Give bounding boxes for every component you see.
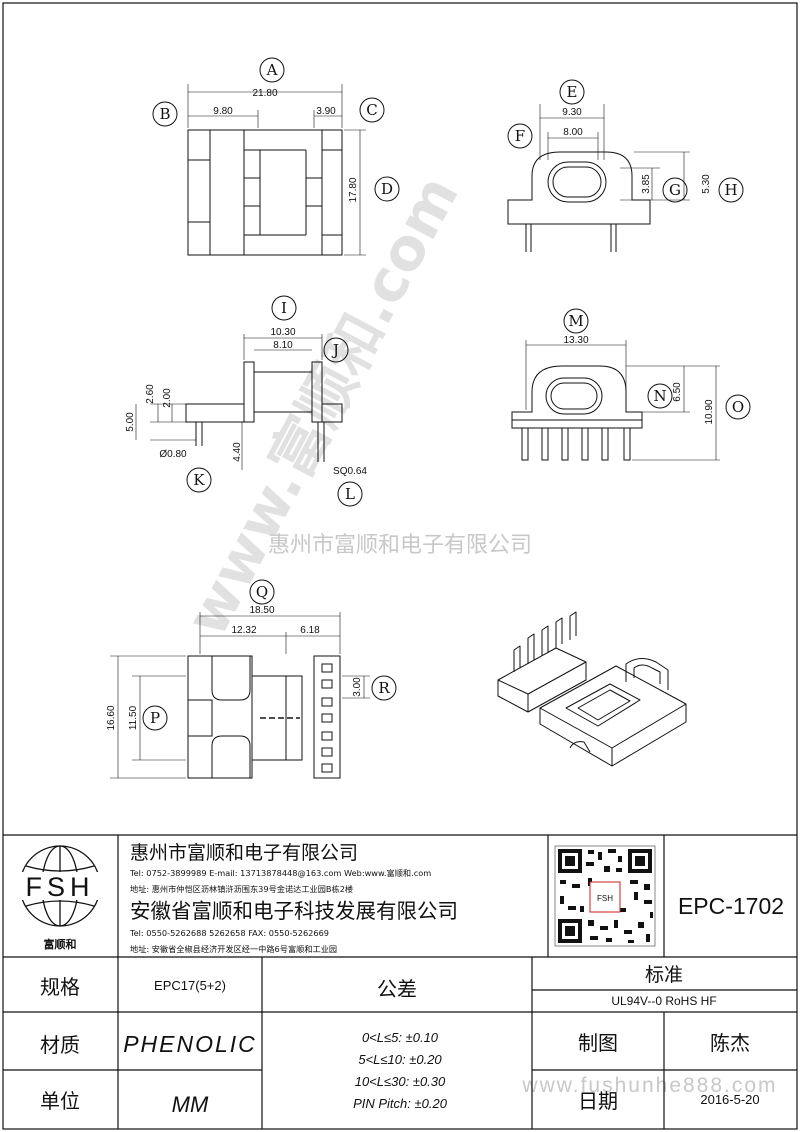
company-address-1: 地址: 惠州市仲恺区沥林镇浒沥围东39号金诺达工业园B栋2楼 (130, 884, 353, 894)
callout-f: F (515, 127, 525, 145)
title-block (3, 834, 797, 1129)
fsh-logo: FSH 富顺和 (14, 845, 106, 951)
dim-h-value: 5.30 (701, 174, 712, 194)
date-label: 日期 (578, 1089, 618, 1113)
tolerance-line-2: 5<L≤10: ±0.20 (358, 1052, 442, 1067)
dim-e-value: 9.30 (562, 107, 582, 118)
dim-c-value: 3.90 (316, 106, 336, 117)
dim-j-value: 8.10 (273, 340, 293, 351)
dim-side-440: 4.40 (232, 442, 243, 462)
dim-l-value: SQ0.64 (333, 466, 367, 477)
bottom-view-labels: 18.50 12.32 6.18 16.60 11.50 3.00 Q P R (106, 583, 390, 731)
logo-text: FSH (26, 872, 95, 902)
dim-side-500: 5.00 (125, 412, 136, 432)
company-address-2: 地址: 安徽省全椒县经济开发区经一中路6号富顺和工业园 (130, 944, 337, 954)
company-name-1: 惠州市富顺和电子有限公司 (130, 842, 358, 864)
dim-d-value: 17.80 (348, 177, 359, 202)
callout-c: C (366, 101, 377, 119)
spec-value: EPC17(5+2) (154, 978, 226, 993)
dim-side-260: 2.60 (145, 384, 156, 404)
callout-a: A (266, 61, 278, 79)
bottom-view (110, 579, 397, 779)
bottom-view-pin-slots (321, 663, 333, 773)
dim-p-value: 11.50 (128, 705, 139, 730)
end-view (511, 308, 751, 461)
dim-i-value: 10.30 (270, 327, 295, 338)
part-number: EPC-1702 (678, 893, 784, 919)
front-view-labels: 9.30 8.00 3.85 5.30 E F G H (515, 83, 738, 199)
dim-1660-value: 16.60 (106, 705, 117, 730)
dim-n-value: 6.50 (672, 382, 683, 402)
isometric-view (497, 611, 687, 767)
top-view-labels: 21.80 9.80 3.90 17.80 A B C D (159, 61, 393, 203)
top-view-outline (187, 129, 343, 256)
callout-q: Q (256, 583, 268, 601)
company-contact-1: Tel: 0752-3899989 E-mail: 13713878448@16… (129, 868, 431, 878)
qr-logo-caption: FSH (597, 894, 613, 903)
standard-label: 标准 (645, 964, 683, 986)
callout-m: M (568, 312, 583, 330)
spec-label: 规格 (40, 975, 80, 999)
callout-j: J (331, 341, 339, 359)
callout-r: R (378, 679, 390, 697)
dim-q2-value: 6.18 (300, 625, 320, 636)
watermark-company: 惠州市富顺和电子有限公司 (268, 533, 532, 558)
company-info: 惠州市富顺和电子有限公司 Tel: 0752-3899989 E-mail: 1… (129, 842, 458, 954)
unit-value: MM (172, 1092, 209, 1117)
end-view-labels: 13.30 6.50 10.90 M N O (563, 312, 744, 425)
callout-l: L (345, 485, 355, 503)
callout-h: H (724, 181, 737, 199)
tolerance-line-4: PIN Pitch: ±0.20 (353, 1096, 448, 1111)
watermark-url: www.fushunhe888.com (521, 1074, 777, 1097)
callout-k: K (193, 471, 205, 489)
dim-k-value: Ø0.80 (159, 449, 187, 460)
side-view-labels: 10.30 8.10 2.60 2.00 5.00 4.40 Ø0.80 SQ0… (125, 299, 367, 503)
callout-b: B (159, 105, 170, 123)
tolerance-line-1: 0<L≤5: ±0.10 (362, 1030, 439, 1045)
qr-code: FSH (554, 845, 656, 947)
dim-g-value: 3.85 (641, 174, 652, 194)
side-view (135, 295, 363, 507)
date-value: 2016-5-20 (700, 1092, 759, 1107)
dim-a-value: 21.80 (252, 88, 277, 99)
dim-o-value: 10.90 (704, 399, 715, 424)
drawn-label: 制图 (578, 1031, 618, 1055)
dim-f-value: 8.00 (563, 127, 583, 138)
end-view-pins (521, 427, 631, 461)
callout-o: O (732, 398, 744, 416)
tolerance-list: 0<L≤5: ±0.10 5<L≤10: ±0.20 10<L≤30: ±0.3… (353, 1030, 448, 1111)
dim-q1-value: 12.32 (231, 625, 256, 636)
company-name-2: 安徽省富顺和电子科技发展有限公司 (130, 899, 458, 923)
dim-r-value: 3.00 (352, 677, 363, 697)
material-label: 材质 (40, 1033, 80, 1057)
unit-label: 单位 (40, 1089, 80, 1113)
material-value: PHENOLIC (123, 1031, 257, 1057)
standard-value: UL94V--0 RoHS HF (611, 994, 716, 1008)
dim-q-value: 18.50 (249, 605, 274, 616)
callout-p: P (150, 709, 160, 727)
front-view (507, 79, 744, 252)
company-contact-2: Tel: 0550-5262688 5262658 FAX: 0550-5262… (129, 928, 329, 938)
dim-side-200: 2.00 (162, 388, 173, 408)
callout-g: G (669, 181, 681, 199)
dim-m-value: 13.30 (563, 335, 588, 346)
callout-n: N (653, 387, 666, 405)
callout-d: D (381, 180, 393, 198)
tolerance-label: 公差 (377, 977, 417, 1001)
callout-e: E (567, 83, 578, 101)
drawn-value: 陈杰 (710, 1031, 750, 1055)
logo-caption: 富顺和 (44, 937, 77, 951)
callout-i: I (281, 299, 287, 317)
top-view (152, 57, 400, 256)
tolerance-line-3: 10<L≤30: ±0.30 (355, 1074, 446, 1089)
dim-b-value: 9.80 (213, 106, 233, 117)
